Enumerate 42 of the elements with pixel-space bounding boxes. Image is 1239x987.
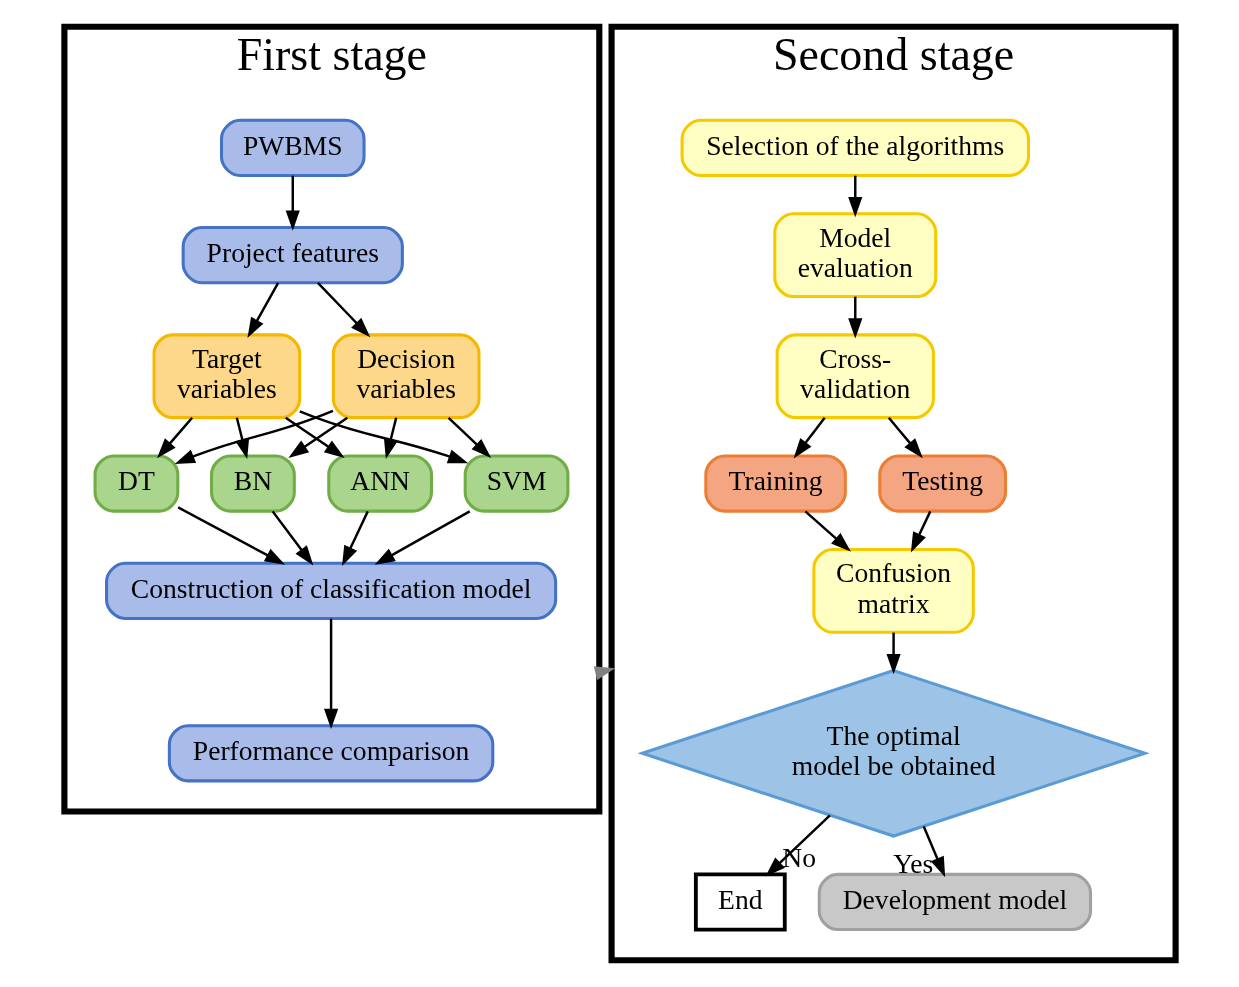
edge-label: No bbox=[781, 841, 816, 873]
node-box: PWBMS bbox=[219, 118, 366, 177]
arrow bbox=[804, 510, 851, 552]
node-box: DT bbox=[93, 454, 179, 513]
node-box: Testing bbox=[877, 454, 1007, 513]
arrow bbox=[847, 296, 862, 339]
arrow bbox=[177, 506, 285, 565]
arrow bbox=[847, 175, 862, 218]
arrow bbox=[922, 825, 945, 878]
arrow bbox=[298, 410, 468, 464]
arrow bbox=[323, 618, 338, 730]
arrow bbox=[887, 417, 923, 459]
arrow bbox=[285, 175, 300, 231]
arrow bbox=[246, 282, 279, 338]
arrow bbox=[316, 282, 370, 338]
node-box: Target variables bbox=[152, 333, 301, 420]
node-box: ANN bbox=[326, 454, 433, 513]
arrow bbox=[447, 416, 491, 459]
node-box: Decision variables bbox=[331, 333, 481, 420]
arrow bbox=[383, 417, 398, 460]
node-box: Training bbox=[703, 454, 847, 513]
arrow bbox=[156, 416, 193, 459]
node-box: SVM bbox=[463, 454, 569, 513]
node-box: Model evaluation bbox=[772, 212, 937, 299]
arrow bbox=[886, 632, 901, 675]
node-box: BN bbox=[209, 454, 296, 513]
node-box: Confusion matrix bbox=[811, 547, 975, 634]
arrow bbox=[374, 510, 470, 565]
arrow bbox=[271, 510, 313, 566]
node-box: End bbox=[693, 872, 787, 932]
node-box: Development model bbox=[817, 872, 1092, 932]
node-box: Project features bbox=[181, 226, 404, 285]
node-box: Selection of the algorithms bbox=[680, 118, 1030, 177]
node-diamond: The optimal model be obtained bbox=[636, 668, 1150, 838]
node-box: Cross- validation bbox=[775, 333, 935, 420]
node-box: Construction of classification model bbox=[104, 561, 557, 620]
arrow bbox=[174, 409, 333, 465]
arrow bbox=[341, 510, 369, 566]
arrow bbox=[764, 814, 831, 877]
arrow bbox=[793, 417, 826, 459]
arrow bbox=[910, 510, 931, 553]
node-box: Performance comparison bbox=[167, 724, 494, 783]
